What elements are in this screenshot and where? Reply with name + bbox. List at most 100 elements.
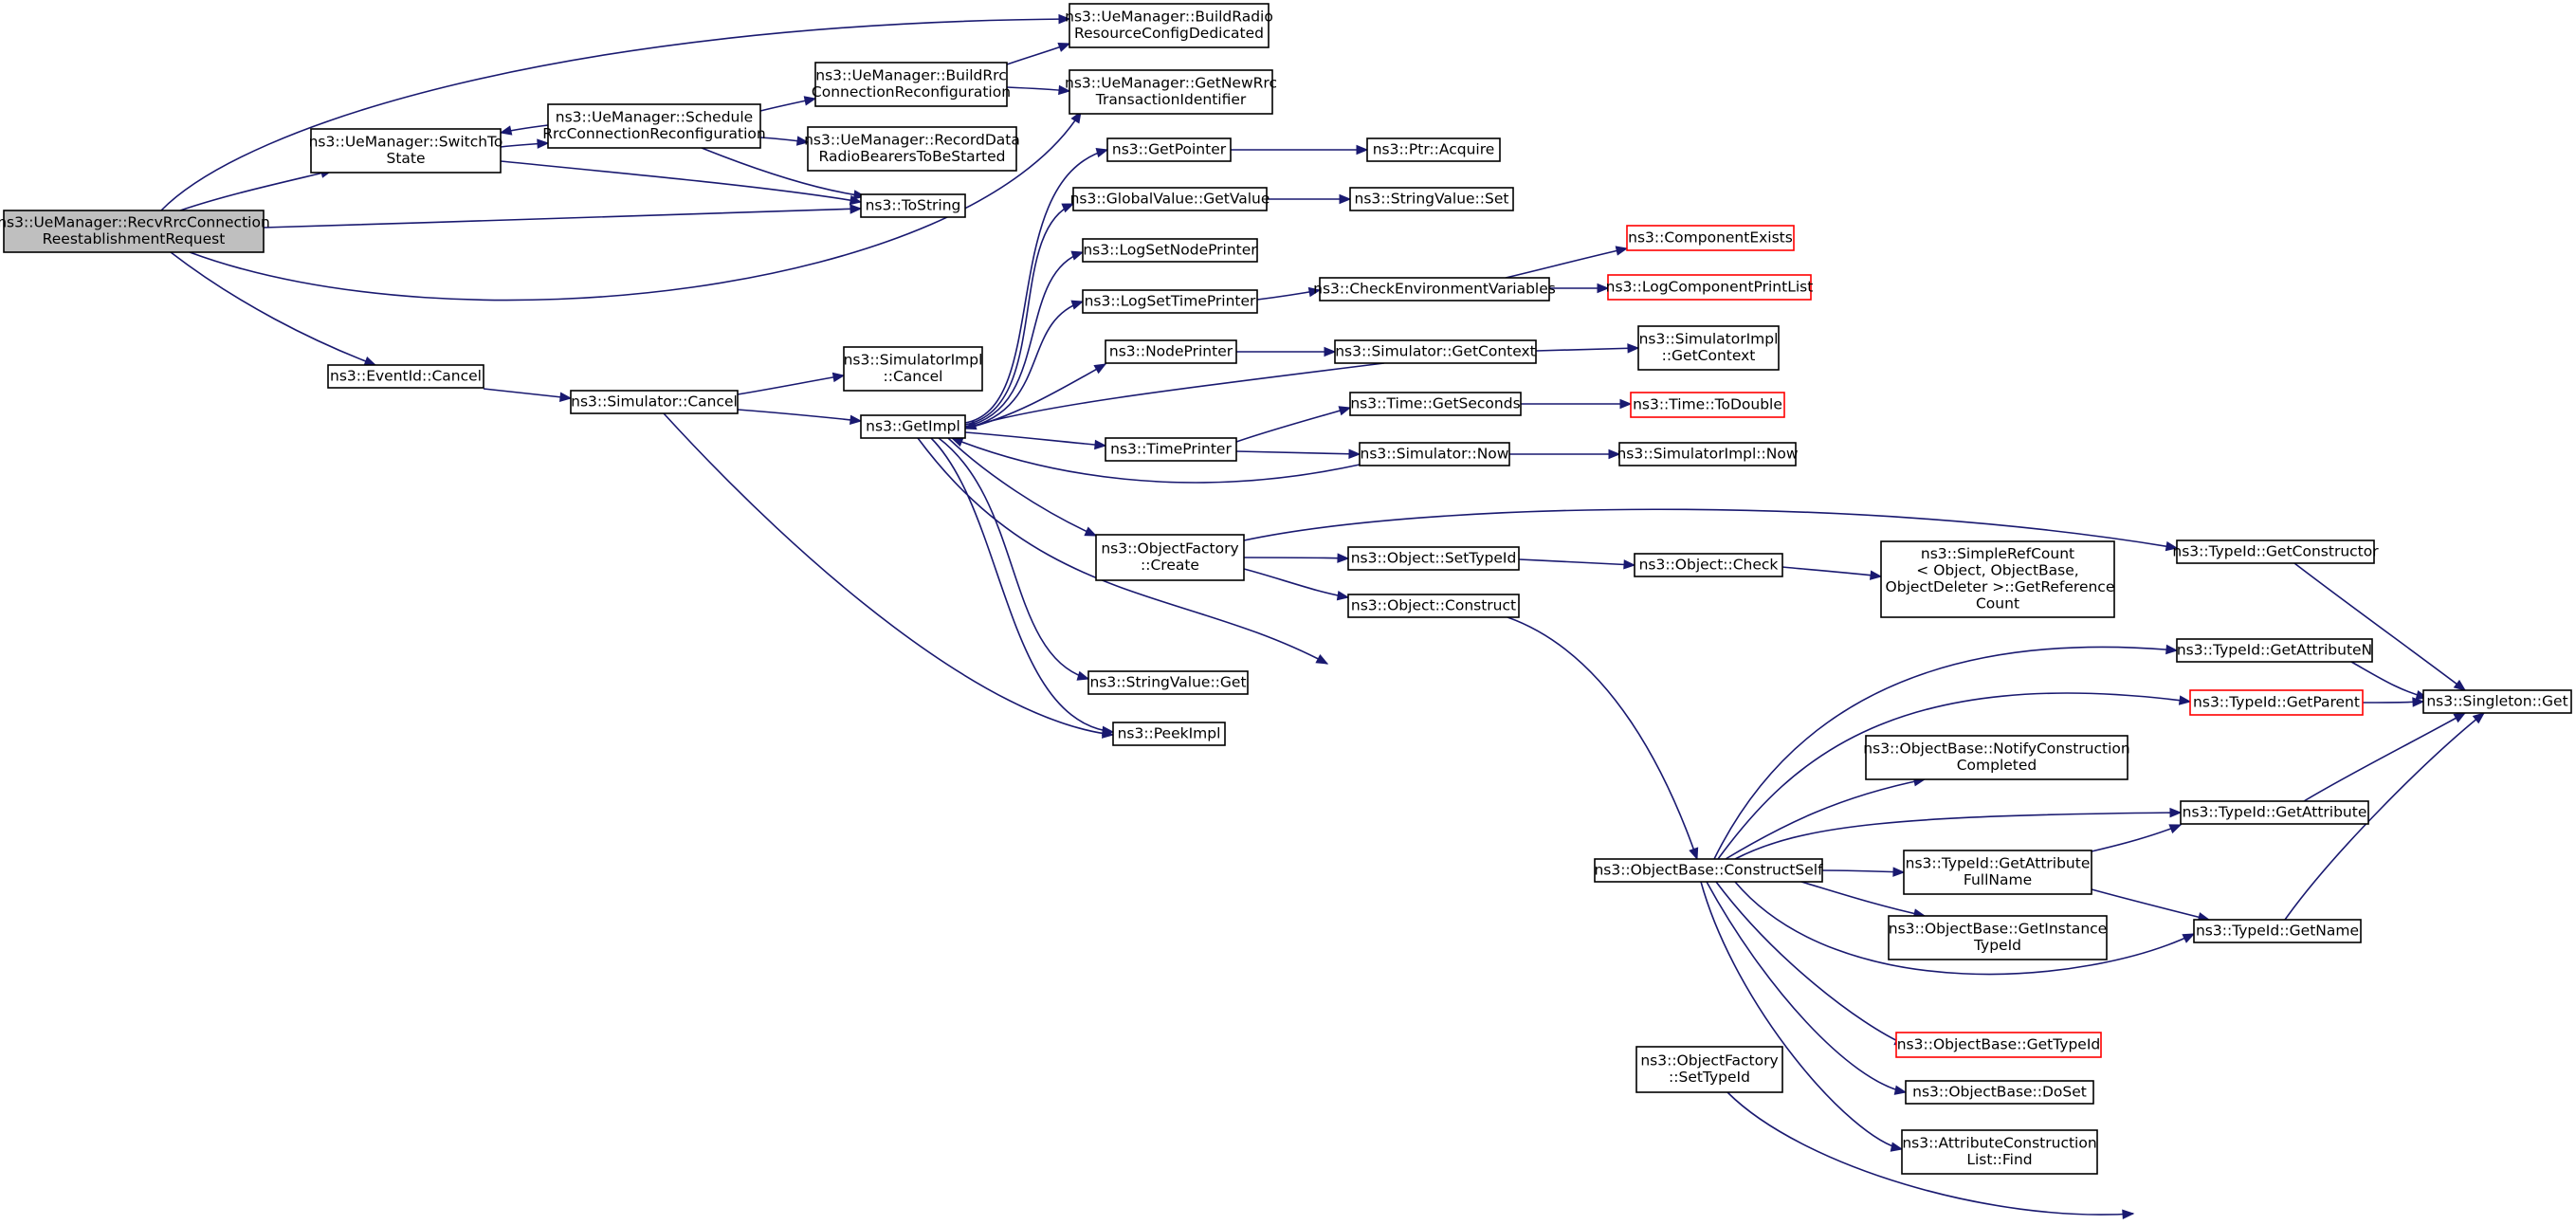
edge-switchTo-to-toString bbox=[500, 160, 863, 206]
node-ofSetTypeId[interactable]: ns3::ObjectFactory::SetTypeId bbox=[1635, 1046, 1783, 1093]
edge-obConstructSelf-to-obDoSet bbox=[1706, 881, 1908, 1095]
node-timeGetSeconds[interactable]: ns3::Time::GetSeconds bbox=[1349, 392, 1522, 416]
node-label: State bbox=[386, 150, 425, 167]
node-logTime[interactable]: ns3::LogSetTimePrinter bbox=[1082, 289, 1258, 314]
node-tidGetConstructor[interactable]: ns3::TypeId::GetConstructor bbox=[2172, 539, 2379, 564]
node-label: ns3::SimpleRefCount bbox=[1921, 545, 2074, 562]
node-schedRrc[interactable]: ns3::UeManager::ScheduleRrcConnectionRec… bbox=[542, 103, 766, 149]
node-checkEnv[interactable]: ns3::CheckEnvironmentVariables bbox=[1313, 277, 1556, 302]
node-root[interactable]: ns3::UeManager::RecvRrcConnectionReestab… bbox=[0, 210, 270, 253]
edge-ofCreate-to-objConstruct bbox=[1243, 568, 1350, 601]
node-label: Count bbox=[1976, 595, 2019, 612]
node-label: TransactionIdentifier bbox=[1095, 91, 1247, 108]
node-ptrAcquire[interactable]: ns3::Ptr::Acquire bbox=[1366, 137, 1501, 162]
node-timeToDouble[interactable]: ns3::Time::ToDouble bbox=[1630, 392, 1785, 418]
edge-eventCancel-to-simCancel bbox=[483, 388, 573, 402]
edge-getImpl-to-timePrinter bbox=[964, 431, 1107, 450]
edge-root-to-getNewRrc bbox=[189, 110, 1082, 302]
node-label: ns3::LogComponentPrintList bbox=[1606, 278, 1814, 295]
node-label: ns3::UeManager::GetNewRrc bbox=[1065, 75, 1277, 92]
edge-objSetTypeId-to-objCheck bbox=[1518, 558, 1636, 570]
node-label: Completed bbox=[1957, 757, 2037, 774]
node-label: ns3::TypeId::GetAttributeN bbox=[2177, 641, 2372, 658]
node-label: ns3::ObjectBase::GetInstance bbox=[1889, 921, 2107, 938]
node-buildRrc[interactable]: ns3::UeManager::BuildRrcConnectionReconf… bbox=[812, 62, 1011, 107]
node-label: ns3::ObjectBase::NotifyConstruction bbox=[1863, 740, 2129, 758]
edge-root-to-switchTo bbox=[179, 168, 334, 211]
node-ofCreate[interactable]: ns3::ObjectFactory::Create bbox=[1095, 534, 1245, 581]
edge-buildRrc-to-buildRadio bbox=[1006, 43, 1071, 65]
node-getNewRrc[interactable]: ns3::UeManager::GetNewRrcTransactionIden… bbox=[1065, 69, 1277, 115]
edge-obConstructSelf-to-tidGetAttr bbox=[1734, 807, 2183, 860]
node-label: RadioBearersToBeStarted bbox=[819, 148, 1006, 165]
node-objSetTypeId[interactable]: ns3::Object::SetTypeId bbox=[1347, 546, 1520, 571]
node-simImplGetContext[interactable]: ns3::SimulatorImpl::GetContext bbox=[1637, 325, 1780, 371]
node-label: ns3::TypeId::GetParent bbox=[2193, 693, 2360, 710]
node-label: ns3::ObjectFactory bbox=[1101, 540, 1238, 558]
node-tidGetParent[interactable]: ns3::TypeId::GetParent bbox=[2189, 689, 2364, 716]
node-tidGetAttr[interactable]: ns3::TypeId::GetAttribute bbox=[2180, 800, 2369, 825]
node-getImpl[interactable]: ns3::GetImpl bbox=[860, 414, 966, 439]
node-obConstructSelf[interactable]: ns3::ObjectBase::ConstructSelf bbox=[1594, 858, 1823, 883]
edge-checkEnv-to-logCompPrint bbox=[1548, 283, 1610, 294]
node-simImplNow[interactable]: ns3::SimulatorImpl::Now bbox=[1617, 442, 1799, 466]
edge-schedRrc-to-buildRrc bbox=[759, 96, 817, 112]
node-simGetContext[interactable]: ns3::Simulator::GetContext bbox=[1334, 339, 1537, 364]
node-label: ns3::UeManager::SwitchTo bbox=[309, 134, 503, 151]
node-label: ns3::ComponentExists bbox=[1628, 229, 1793, 246]
node-label: ns3::Singleton::Get bbox=[2426, 692, 2567, 709]
node-obGetTypeId[interactable]: ns3::ObjectBase::GetTypeId bbox=[1895, 1032, 2102, 1058]
node-label: ns3::NodePrinter bbox=[1109, 342, 1233, 359]
node-label: ns3::ToString bbox=[866, 196, 961, 213]
node-simImplCancel[interactable]: ns3::SimulatorImpl::Cancel bbox=[843, 346, 983, 392]
node-layer: ns3::UeManager::RecvRrcConnectionReestab… bbox=[0, 3, 2572, 1175]
node-svSet[interactable]: ns3::StringValue::Set bbox=[1349, 187, 1514, 211]
node-tidGetName[interactable]: ns3::TypeId::GetName bbox=[2193, 919, 2362, 943]
node-timePrinter[interactable]: ns3::TimePrinter bbox=[1105, 437, 1237, 462]
node-label: ns3::TypeId::GetAttribute bbox=[2183, 803, 2367, 820]
node-nodePrinter[interactable]: ns3::NodePrinter bbox=[1105, 339, 1237, 364]
node-label: ns3::EventId::Cancel bbox=[330, 367, 482, 384]
node-svGet[interactable]: ns3::StringValue::Get bbox=[1087, 670, 1249, 695]
node-obNotify[interactable]: ns3::ObjectBase::NotifyConstructionCompl… bbox=[1863, 735, 2130, 780]
edge-tidGetAttrFull-to-tidGetName bbox=[2091, 888, 2211, 923]
edge-getPointer-to-ptrAcquire bbox=[1230, 144, 1369, 155]
node-tidGetAttrN[interactable]: ns3::TypeId::GetAttributeN bbox=[2176, 638, 2373, 663]
node-label: ns3::GetPointer bbox=[1112, 140, 1227, 157]
node-simCancel[interactable]: ns3::Simulator::Cancel bbox=[570, 390, 739, 414]
node-singletonGet[interactable]: ns3::Singleton::Get bbox=[2422, 689, 2572, 714]
edge-tidGetAttrFull-to-tidGetAttr bbox=[2091, 824, 2183, 852]
edge-obConstructSelf-to-tidGetParent bbox=[1717, 692, 2192, 860]
edge-getImpl-to-peekImpl bbox=[930, 437, 1115, 737]
edge-tidGetParent-to-singletonGet bbox=[2362, 697, 2425, 707]
node-getPointer[interactable]: ns3::GetPointer bbox=[1106, 137, 1232, 162]
node-objCheck[interactable]: ns3::Object::Check bbox=[1634, 553, 1783, 577]
node-label: ReestablishmentRequest bbox=[43, 230, 226, 247]
edge-objCheck-to-simpleRef bbox=[1781, 566, 1883, 580]
edge-timeGetSeconds-to-timeToDouble bbox=[1521, 398, 1633, 410]
node-obDoSet[interactable]: ns3::ObjectBase::DoSet bbox=[1905, 1080, 2094, 1105]
node-logCompPrint[interactable]: ns3::LogComponentPrintList bbox=[1606, 274, 1814, 301]
node-recordData[interactable]: ns3::UeManager::RecordDataRadioBearersTo… bbox=[804, 126, 1020, 172]
edge-simGetContext-to-simImplGetContext bbox=[1535, 343, 1640, 354]
node-compExists[interactable]: ns3::ComponentExists bbox=[1626, 225, 1795, 251]
node-eventCancel[interactable]: ns3::EventId::Cancel bbox=[327, 364, 484, 389]
edge-checkEnv-to-compExists bbox=[1505, 246, 1629, 279]
node-logNode[interactable]: ns3::LogSetNodePrinter bbox=[1082, 238, 1258, 263]
node-buildRadio[interactable]: ns3::UeManager::BuildRadioResourceConfig… bbox=[1065, 3, 1273, 48]
node-label: ns3::PeekImpl bbox=[1118, 724, 1221, 741]
node-objConstruct[interactable]: ns3::Object::Construct bbox=[1347, 594, 1520, 618]
node-simNow[interactable]: ns3::Simulator::Now bbox=[1359, 442, 1510, 466]
edge-getImpl-to-getPointer bbox=[964, 147, 1109, 424]
node-peekImpl[interactable]: ns3::PeekImpl bbox=[1112, 722, 1226, 746]
edge-tidGetConstructor-to-singletonGet bbox=[2293, 562, 2467, 691]
node-label: ns3::AttributeConstruction bbox=[1902, 1135, 2096, 1152]
node-gvGetValue[interactable]: ns3::GlobalValue::GetValue bbox=[1070, 187, 1270, 211]
node-label: ns3::UeManager::BuildRrc bbox=[815, 67, 1006, 84]
node-toString[interactable]: ns3::ToString bbox=[860, 193, 966, 218]
node-simpleRef[interactable]: ns3::SimpleRefCount< Object, ObjectBase,… bbox=[1880, 540, 2115, 618]
